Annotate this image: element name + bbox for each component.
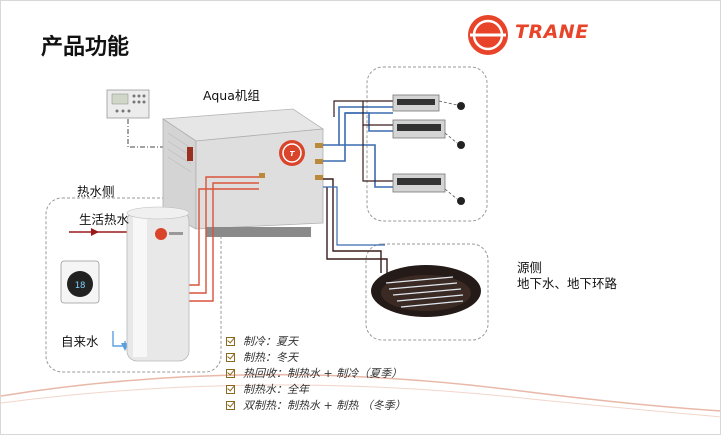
decorative-swoosh [1, 373, 720, 412]
indoor-unit-2 [392, 119, 465, 149]
source-side-label: 源侧 [517, 260, 543, 275]
feature-text: 制热：冬天 [243, 351, 298, 364]
source-group [365, 243, 489, 341]
trane-logo [468, 15, 508, 55]
aqua-unit: T [161, 108, 325, 237]
source-type-label: 地下水、地下环路 [517, 276, 618, 291]
tank-controller: 18 [60, 260, 100, 304]
wall-controller [106, 89, 150, 119]
checkbox-icon [226, 352, 235, 362]
domestic-hot-water-label: 生活热水 [79, 212, 130, 227]
feature-text: 双制热：制热水 + 制热 （冬季） [243, 399, 406, 412]
checkbox-icon [226, 336, 235, 346]
page-title: 产品功能 [41, 35, 130, 60]
checkbox-icon [226, 368, 235, 378]
feature-text: 制冷：夏天 [243, 335, 298, 348]
hot-side-label: 热水侧 [77, 184, 115, 199]
feature-item: 热回收：制热水 + 制冷（夏季） [226, 365, 406, 381]
control-wire [127, 119, 173, 148]
feature-item: 双制热：制热水 + 制热 （冬季） [226, 397, 406, 413]
feature-item: 制冷：夏天 [226, 333, 406, 349]
ground-loop [371, 265, 481, 317]
brand-wordmark: TRANE [515, 21, 589, 43]
feature-item: 制热：冬天 [226, 349, 406, 365]
unit-label: Aqua机组 [203, 88, 260, 103]
hot-water-tank [126, 206, 190, 362]
hot-water-group [45, 197, 222, 373]
checkbox-icon [226, 400, 235, 410]
feature-text: 热回收：制热水 + 制冷（夏季） [243, 367, 403, 380]
decorative-swoosh-2 [1, 384, 720, 418]
svg-text:18: 18 [75, 281, 86, 291]
indoor-unit-1 [392, 94, 465, 112]
checkbox-icon [226, 384, 235, 394]
indoor-units-group [366, 66, 488, 222]
feature-text: 制热水：全年 [243, 383, 309, 396]
feature-list: 制冷：夏天 制热：冬天 热回收：制热水 + 制冷（夏季） 制热水：全年 双制热：… [226, 333, 406, 413]
indoor-unit-3 [392, 173, 465, 205]
svg-text:T: T [290, 150, 296, 158]
feature-item: 制热水：全年 [226, 381, 406, 397]
tap-water-label: 自来水 [61, 334, 99, 349]
